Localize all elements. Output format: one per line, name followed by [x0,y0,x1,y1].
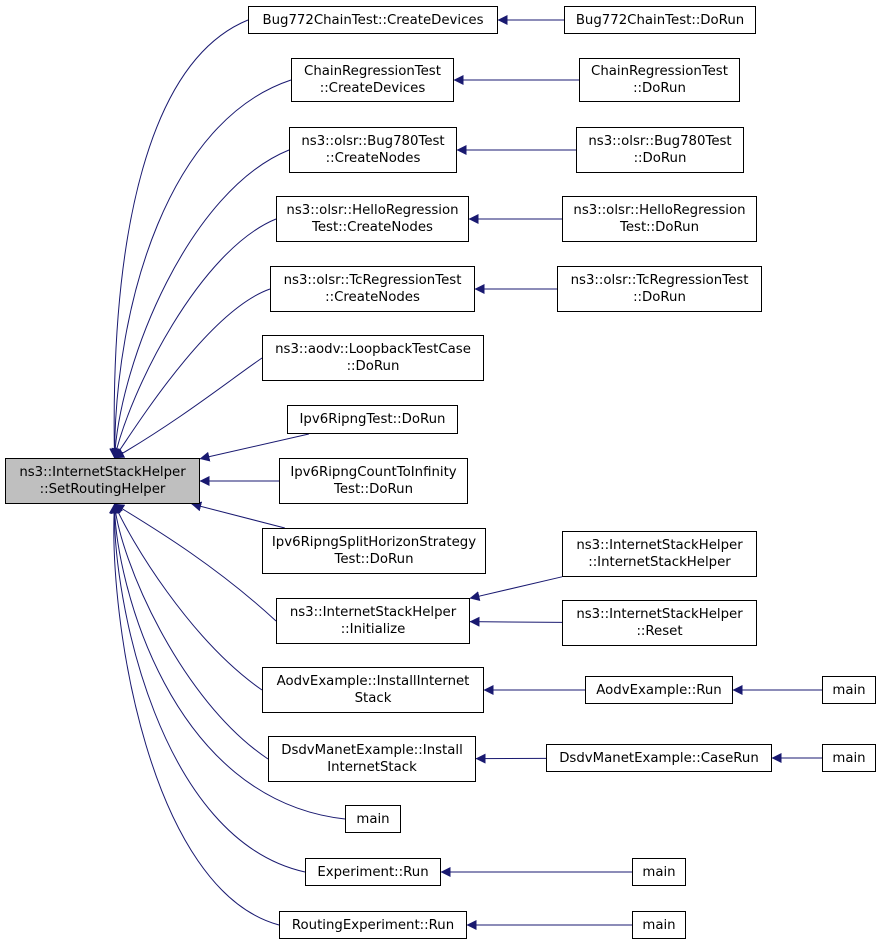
graph-node-routing-run[interactable]: RoutingExperiment::Run [279,911,467,939]
edge-ripng-split-to-root [191,501,285,529]
edge-chain-create-to-root [109,79,292,459]
node-label-line: ns3::olsr::TcRegressionTest [283,273,462,288]
node-label-line: ns3::InternetStackHelper [289,605,457,620]
graph-node-main-aodv[interactable]: main [822,676,876,704]
edge-ripng-test-to-root [199,433,309,462]
edge-tc-create-to-root [114,288,271,459]
edge-hello-create-to-root [111,218,277,459]
node-label-line: Ipv6RipngCountToInfinity [290,465,457,480]
node-label-line: ::SetRoutingHelper [39,482,166,497]
node-label-line: ::Reset [636,624,683,639]
node-label-line: ::CreateNodes [325,151,421,166]
node-label-line: ns3::olsr::TcRegressionTest [570,273,749,288]
graph-node-ripng-test[interactable]: Ipv6RipngTest::DoRun [287,405,458,434]
node-label-line: ::CreateNodes [325,290,420,305]
node-label-line: ChainRegressionTest [304,64,441,79]
node-label-line: Stack [354,691,392,706]
node-label-line: ::DoRun [346,359,400,374]
node-label-line: main [832,750,866,766]
node-label-line: AodvExample::Run [596,682,722,698]
node-label-line: Bug772ChainTest::CreateDevices [262,12,484,28]
node-label-line: Ipv6RipngTest::DoRun [299,412,446,427]
graph-node-tc-create[interactable]: ns3::olsr::TcRegressionTest::CreateNodes [270,266,475,312]
graph-node-main-routing[interactable]: main [632,911,686,939]
edge-exp-run-to-root [109,503,306,873]
node-label-line: ns3::InternetStackHelper [576,538,743,553]
node-label-line: Test::DoRun [619,220,699,235]
node-label-line: Test::CreateNodes [312,220,433,235]
graph-node-bug780-dorun[interactable]: ns3::olsr::Bug780Test::DoRun [576,127,744,173]
node-label-line: Test::DoRun [334,552,414,567]
node-label-line: ::CreateDevices [319,81,426,96]
graph-node-chain-dorun[interactable]: ChainRegressionTest::DoRun [579,58,740,102]
edge-dsdv-install-to-root [110,503,269,760]
node-label-line: ns3::InternetStackHelper [576,607,743,622]
edge-ish-initialize-to-root [114,503,277,622]
node-label-line: ::Initialize [340,622,406,637]
graph-node-root: ns3::InternetStackHelper::SetRoutingHelp… [5,458,200,504]
graph-node-tc-dorun[interactable]: ns3::olsr::TcRegressionTest::DoRun [557,266,762,312]
node-label-line: ChainRegressionTest [591,64,728,79]
graph-node-main-dsdv[interactable]: main [822,744,876,772]
graph-node-ish-ctor[interactable]: ns3::InternetStackHelper::InternetStackH… [562,531,757,577]
node-label-line: ns3::olsr::Bug780Test [301,134,445,149]
edge-routing-run-to-root [108,503,280,926]
graph-node-exp-run[interactable]: Experiment::Run [305,858,441,886]
graph-node-bug772-dorun[interactable]: Bug772ChainTest::DoRun [564,6,756,34]
node-label-line: main [356,811,390,827]
node-label-line: DsdvManetExample::CaseRun [559,750,759,766]
node-label-line: main [642,864,676,880]
graph-node-bug772-create[interactable]: Bug772ChainTest::CreateDevices [248,6,498,34]
graph-node-main-exp[interactable]: main [632,858,686,886]
edge-ish-ctor-to-ish-initialize [469,576,563,602]
edge-bug780-create-to-root [110,149,290,459]
graph-node-aodv-run[interactable]: AodvExample::Run [585,676,733,704]
edge-bug772-create-to-root [109,19,249,459]
edge-main-direct-to-root [109,503,346,820]
node-label-line: InternetStack [327,760,417,775]
node-label-line: ns3::olsr::HelloRegression [286,203,459,218]
node-label-line: ::DoRun [633,290,686,305]
node-label-line: AodvExample::InstallInternet [276,674,470,689]
graph-node-ish-reset[interactable]: ns3::InternetStackHelper::Reset [562,600,757,646]
node-label-line: ns3::InternetStackHelper [19,465,186,480]
graph-node-bug780-create[interactable]: ns3::olsr::Bug780Test::CreateNodes [289,127,457,173]
node-label-line: ::DoRun [633,151,687,166]
node-label-line: RoutingExperiment::Run [291,917,455,933]
node-label-line: Ipv6RipngSplitHorizonStrategy [271,535,477,550]
node-label-line: Bug772ChainTest::DoRun [575,12,745,28]
node-label-line: main [832,682,866,698]
graph-node-main-direct[interactable]: main [345,805,401,833]
graph-node-chain-create[interactable]: ChainRegressionTest::CreateDevices [291,58,454,102]
node-label-line: DsdvManetExample::Install [281,743,463,758]
graph-node-aodv-loopback[interactable]: ns3::aodv::LoopbackTestCase::DoRun [262,335,484,381]
node-label-line: ns3::aodv::LoopbackTestCase [275,342,471,357]
node-label-line: main [642,917,676,933]
node-label-line: Experiment::Run [317,864,429,880]
graph-node-dsdv-caserun[interactable]: DsdvManetExample::CaseRun [546,744,772,772]
edge-aodv-install-to-root [113,503,263,691]
edge-aodv-loopback-to-root [114,357,263,459]
node-label-line: ::InternetStackHelper [588,555,731,570]
node-label-line: ns3::olsr::HelloRegression [573,203,746,218]
edge-ish-reset-to-ish-initialize [469,616,563,627]
graph-node-ish-initialize[interactable]: ns3::InternetStackHelper::Initialize [276,598,470,644]
node-label-line: ::DoRun [633,81,686,96]
node-label-line: Test::DoRun [333,482,413,497]
node-label-line: ns3::olsr::Bug780Test [588,134,732,149]
